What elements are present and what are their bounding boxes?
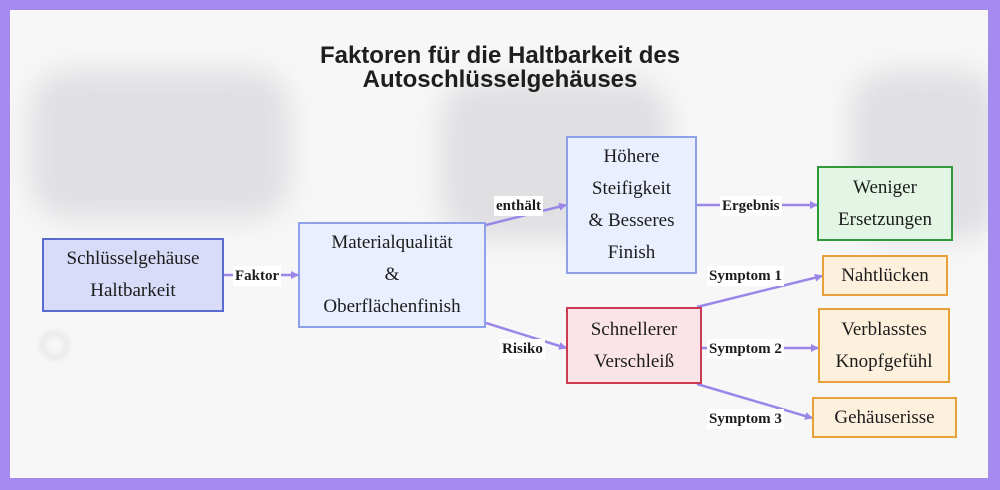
edge-label-symptom2: Symptom 2 [707, 339, 784, 359]
edge-label-faktor: Faktor [233, 266, 282, 286]
edge-label-enthaelt: enthält [494, 196, 543, 216]
title-line-1: Faktoren für die Haltbarkeit des [319, 42, 681, 69]
background-key-shape [30, 70, 290, 220]
node-haltbarkeit: Schlüsselgehäuse Haltbarkeit [42, 238, 224, 312]
edge-label-symptom1: Symptom 1 [707, 266, 784, 286]
diagram-title: Faktoren für die Haltbarkeit des Autosch… [0, 44, 1000, 92]
edge-label-ergebnis: Ergebnis [720, 196, 782, 216]
node-material: Materialqualität & Oberflächenfinish [298, 222, 486, 328]
edge-symptom1 [696, 273, 823, 309]
node-gehaeuserisse: Gehäuserisse [812, 397, 957, 438]
node-nahtluecken: Nahtlücken [822, 255, 948, 296]
edge-symptom3 [696, 382, 813, 420]
node-ersetzungen: Weniger Ersetzungen [817, 166, 953, 241]
title-line-2: Autoschlüsselgehäuses [362, 66, 638, 93]
node-knopfgefuehl: Verblasstes Knopfgefühl [818, 308, 950, 383]
edge-label-symptom3: Symptom 3 [707, 409, 784, 429]
node-steifigkeit: Höhere Steifigkeit & Besseres Finish [566, 136, 697, 274]
node-verschleiss: Schnellerer Verschleiß [566, 307, 702, 384]
background-blur-text: ◯ [40, 328, 156, 358]
edge-risiko [485, 321, 567, 350]
edge-label-risiko: Risiko [500, 339, 545, 359]
